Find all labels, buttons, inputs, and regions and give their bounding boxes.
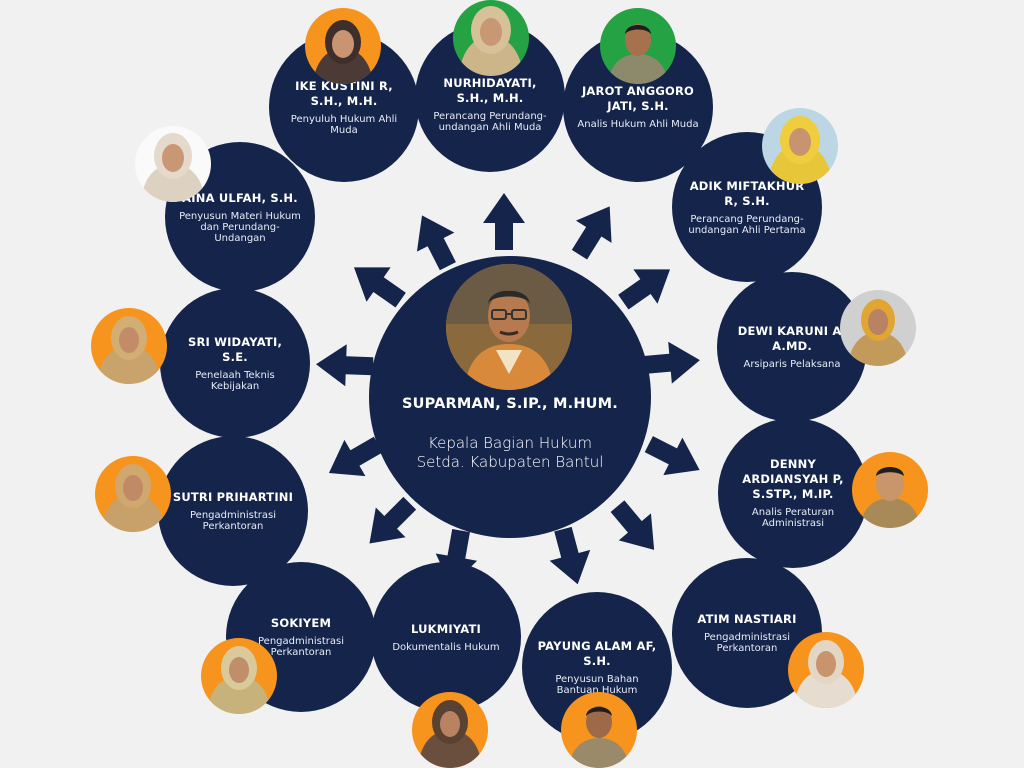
member-node-5: DEWI KARUNI A, A.MD. Arsiparis Pelaksana [717, 272, 867, 422]
member-name: ADIK MIFTAKHUR R, S.H. [689, 178, 805, 208]
member-name: IKE KUSTINI R, S.H., M.H. [295, 78, 393, 108]
member-role: Pengadministrasi Perkantoran [704, 632, 790, 654]
head-role-line2: Setda. Kabupaten Bantul [416, 453, 604, 471]
member-node-6: DENNY ARDIANSYAH P, S.STP., M.IP. Analis… [718, 418, 868, 568]
arrow-to-member-10 [369, 496, 417, 544]
member-name: LUKMIYATI [410, 621, 482, 636]
member-role: Penyusun Bahan Bantuan Hukum [555, 673, 639, 696]
member-photo [561, 692, 637, 768]
member-name: SUTRI PRIHARTINI [172, 490, 294, 504]
member-role: Penyusun Materi Hukum dan Perundang-Unda… [179, 210, 301, 244]
member-photo [788, 632, 864, 708]
member-role: Pengadministrasi Perkantoran [258, 636, 344, 658]
member-name: SRI WIDAYATI, S.E. [187, 334, 283, 364]
member-photo [201, 638, 277, 714]
member-photo [95, 456, 171, 532]
member-node-9: LUKMIYATI Dokumentalis Hukum [371, 562, 521, 712]
member-role: Dokumentalis Hukum [392, 641, 500, 653]
member-name: DENNY ARDIANSYAH P, S.STP., M.IP. [742, 457, 844, 501]
member-photo [91, 308, 167, 384]
arrow-to-member-2 [483, 193, 525, 250]
member-photo [305, 8, 381, 84]
member-role: Perancang Perundang-undangan Ahli Muda [433, 111, 547, 133]
member-photo [453, 0, 529, 76]
member-name: ATIM NASTIARI [697, 612, 797, 626]
arrow-to-member-1 [416, 215, 456, 271]
arrow-to-member-3 [571, 206, 612, 260]
member-node-1: IKE KUSTINI R, S.H., M.H. Penyuluh Hukum… [269, 32, 419, 182]
member-name: JAROT ANGGORO JATI, S.H. [581, 84, 695, 113]
arrow-to-member-13 [353, 267, 406, 308]
head-name: SUPARMAN, S.IP., M.HUM. [401, 396, 618, 412]
center-node-head: SUPARMAN, S.IP., M.HUM. Kepala Bagian Hu… [369, 256, 651, 538]
arrow-to-member-11 [328, 436, 383, 477]
member-photo [600, 8, 676, 84]
arrow-to-member-4 [618, 269, 671, 310]
head-role: Kepala Bagian Hukum Setda. Kabupaten Ban… [399, 434, 621, 472]
member-role: Penelaah Teknis Kebijakan [195, 369, 275, 392]
member-photo [412, 692, 488, 768]
member-photo [840, 290, 916, 366]
member-node-8: PAYUNG ALAM AF, S.H. Penyusun Bahan Bant… [522, 592, 672, 742]
arrow-to-member-12 [316, 344, 374, 387]
member-role: Pengadministrasi Perkantoran [190, 510, 276, 532]
member-node-12: SRI WIDAYATI, S.E. Penelaah Teknis Kebij… [160, 288, 310, 438]
member-role: Penyuluh Hukum Ahli Muda [290, 113, 398, 136]
arrow-to-member-7 [610, 500, 655, 550]
member-name: DEWI KARUNI A, A.MD. [737, 324, 847, 353]
member-photo [135, 126, 211, 202]
member-name: PAYUNG ALAM AF, S.H. [537, 638, 657, 668]
member-node-3: JAROT ANGGORO JATI, S.H. Analis Hukum Ah… [563, 32, 713, 182]
member-name: AINA ULFAH, S.H. [182, 190, 298, 205]
arrow-to-member-8 [549, 526, 591, 585]
member-role: Arsiparis Pelaksana [743, 359, 841, 370]
member-role: Analis Peraturan Administrasi [751, 507, 835, 529]
member-node-11: SUTRI PRIHARTINI Pengadministrasi Perkan… [158, 436, 308, 586]
member-role: Analis Hukum Ahli Muda [577, 119, 699, 130]
arrow-to-member-6 [644, 436, 700, 476]
member-photo [852, 452, 928, 528]
arrow-to-member-5 [642, 341, 700, 384]
head-photo [446, 264, 572, 390]
head-role-line1: Kepala Bagian Hukum [428, 434, 592, 452]
member-name: SITI NURHIDAYATI, S.H., M.H. [443, 61, 537, 105]
member-name: SOKIYEM [270, 616, 332, 630]
member-photo [762, 108, 838, 184]
member-role: Perancang Perundang-undangan Ahli Pertam… [688, 213, 806, 236]
